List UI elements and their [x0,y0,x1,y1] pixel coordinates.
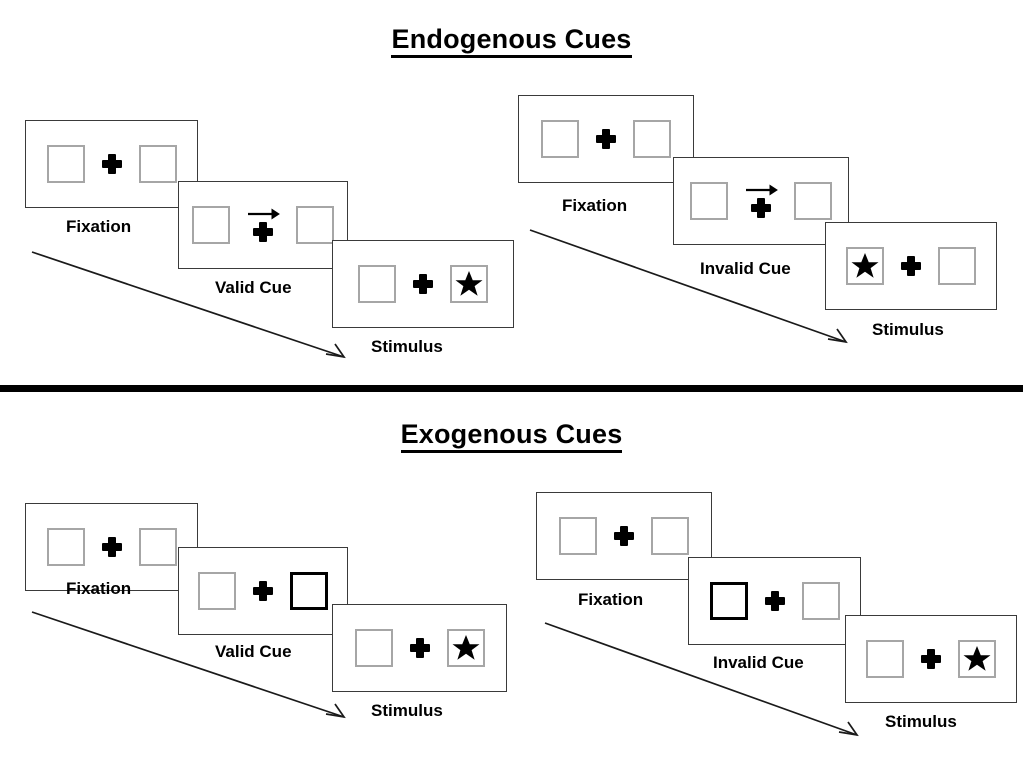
panel-content [192,206,334,244]
placeholder-box [46,145,85,183]
placeholder-box [866,640,904,678]
placeholder-box [541,120,579,158]
section-title-text: Exogenous Cues [400,419,623,453]
stimulus-box [958,640,996,678]
fixation-center [744,183,778,219]
stage-label-exogenous-valid-1: Valid Cue [215,642,292,661]
fixation-cross-icon [750,197,772,219]
right-arrow-cue-icon [248,208,280,220]
stage-label-endogenous-valid-1: Valid Cue [215,278,292,297]
star-icon [851,253,879,278]
stage-label-endogenous-invalid-0: Fixation [562,196,628,215]
placeholder-box [46,528,85,566]
stimulus-box [450,265,488,303]
placeholder-box [354,629,393,667]
trial-panel-exogenous-valid-1 [178,547,348,635]
panel-content [198,572,328,610]
stage-label-endogenous-invalid-2: Stimulus [872,320,944,339]
trial-panel-endogenous-invalid-1 [673,157,849,245]
fixation-center [252,580,274,602]
fixation-center [595,128,617,150]
fixation-cross-icon [409,637,431,659]
stimulus-box [846,247,884,285]
fixation-cross-icon [595,128,617,150]
placeholder-box [690,182,728,220]
fixation-center [246,207,280,243]
stage-label-exogenous-invalid-0: Fixation [578,590,644,609]
star-icon [452,635,479,660]
fixation-cross-icon [252,221,274,243]
placeholder-box [801,582,840,620]
trial-panel-exogenous-invalid-0 [536,492,712,580]
panel-content [46,145,177,183]
placeholder-box [198,572,236,610]
placeholder-box [138,528,177,566]
cued-placeholder-box [290,572,328,610]
trial-panel-endogenous-valid-1 [178,181,348,269]
star-icon [963,646,991,671]
stage-label-endogenous-valid-2: Stimulus [371,337,443,356]
placeholder-box [559,517,597,555]
fixation-center [764,590,786,612]
right-arrow-cue-icon [746,184,778,196]
fixation-center [613,525,635,547]
stage-label-endogenous-invalid-1: Invalid Cue [700,259,791,278]
fixation-cross-icon [764,590,786,612]
panel-content [690,182,832,220]
trial-panel-endogenous-invalid-0 [518,95,694,183]
trial-panel-endogenous-invalid-2 [825,222,997,310]
panel-content [46,528,177,566]
trial-panel-endogenous-valid-2 [332,240,514,328]
fixation-cross-icon [412,273,434,295]
placeholder-box [358,265,396,303]
stage-label-exogenous-valid-2: Stimulus [371,701,443,720]
time-flow-arrow-icon [544,622,859,737]
fixation-center [920,648,942,670]
fixation-center [101,153,123,175]
stage-label-exogenous-invalid-2: Stimulus [885,712,957,731]
panel-content [709,582,840,620]
time-flow-arrow-icon [31,251,346,359]
fixation-center [101,536,123,558]
stage-label-exogenous-valid-0: Fixation [66,579,132,598]
placeholder-box [138,145,177,183]
trial-panel-endogenous-valid-0 [25,120,198,208]
trial-panel-exogenous-invalid-1 [688,557,861,645]
placeholder-box [192,206,230,244]
trial-panel-exogenous-valid-2 [332,604,507,692]
panel-content [354,629,485,667]
stimulus-box [446,629,485,667]
time-flow-arrow-icon [529,229,848,344]
fixation-center [900,255,922,277]
panel-content [846,247,976,285]
fixation-center [412,273,434,295]
stage-label-exogenous-invalid-1: Invalid Cue [713,653,804,672]
fixation-cross-icon [900,255,922,277]
time-flow-arrow-icon [31,611,346,719]
fixation-cross-icon [252,580,274,602]
placeholder-box [938,247,976,285]
placeholder-box [651,517,689,555]
panel-content [559,517,689,555]
fixation-cross-icon [101,536,123,558]
section-title-text: Endogenous Cues [391,24,632,58]
panel-content [866,640,996,678]
fixation-cross-icon [101,153,123,175]
stage-label-endogenous-valid-0: Fixation [66,217,132,236]
fixation-cross-icon [920,648,942,670]
fixation-center [409,637,431,659]
placeholder-box [794,182,832,220]
trial-panel-exogenous-valid-0 [25,503,198,591]
section-title-endogenous: Endogenous Cues [0,24,1023,58]
placeholder-box [296,206,334,244]
section-divider [0,385,1023,392]
trial-panel-exogenous-invalid-2 [845,615,1017,703]
panel-content [541,120,671,158]
panel-content [358,265,488,303]
cued-placeholder-box [709,582,748,620]
placeholder-box [633,120,671,158]
star-icon [455,271,483,296]
fixation-cross-icon [613,525,635,547]
section-title-exogenous: Exogenous Cues [0,419,1023,453]
